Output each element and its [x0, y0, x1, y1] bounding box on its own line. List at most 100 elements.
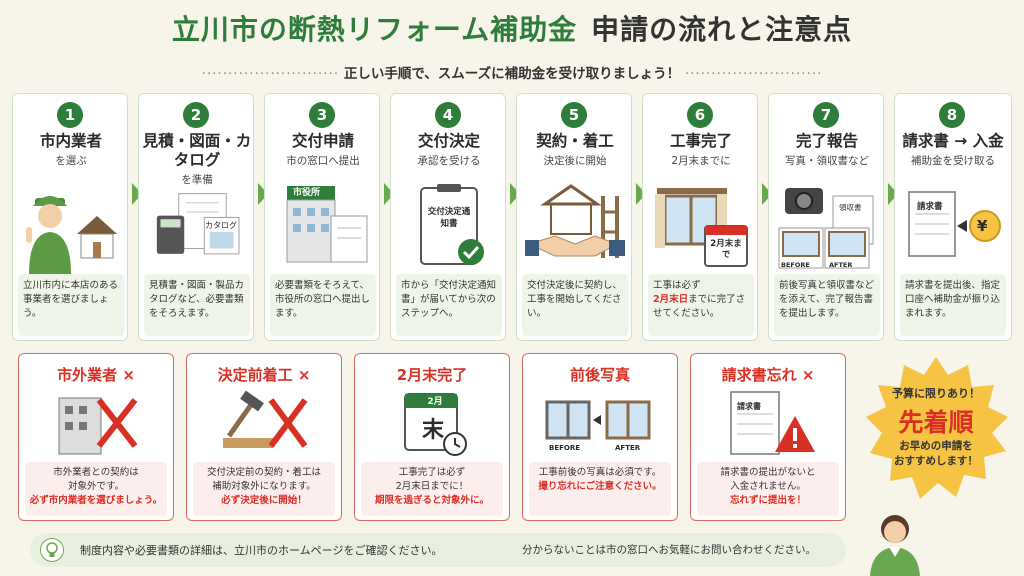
page-title: 立川市の断熱リフォーム補助金申請の流れと注意点 [0, 8, 1024, 48]
step-2: 2 見積・図面・カタログ を準備 カタログ 見積書・図面・製品カタログなど、必要… [138, 93, 254, 341]
step-number: 7 [813, 102, 839, 128]
step-description: 見積書・図面・製品カタログなど、必要書類をそろえます。 [144, 274, 250, 336]
footer-text-1: 制度内容や必要書類の詳細は、立川市のホームページをご確認ください。 [80, 544, 443, 557]
chevron-right-icon [258, 183, 268, 205]
step-title: 交付決定 [417, 132, 480, 150]
step-subtitle: を準備 [181, 174, 213, 186]
step-4: 4 交付決定 承認を受ける 交付決定通知書 市から「交付決定通知書」が届いてから… [390, 93, 506, 341]
invoice-yen-illustration [908, 191, 1001, 257]
warning-text: 入金されません。 [730, 481, 806, 492]
chevron-right-icon [510, 183, 520, 205]
warning-title: 2月末完了 [396, 366, 468, 384]
building-cross-icon [58, 397, 138, 455]
warning-description: 市外業者との契約は対象外です。必ず市内業者を選びましょう。 [25, 462, 167, 516]
staff-woman-illustration [870, 515, 920, 576]
invoice-warning-icon [730, 391, 815, 455]
calendar-clock-icon [404, 393, 467, 456]
warning-description: 請求書の提出がないと入金されません。忘れずに提出を！ [697, 462, 839, 516]
yen-icon: ¥ [977, 217, 988, 235]
warning-title: 決定前着工 × [217, 366, 311, 384]
invoice-label: 請求書 [737, 402, 761, 411]
badge-main: 先着順 [898, 408, 974, 437]
step-5: 5 契約・着工 決定後に開始 交付決定後に契約し、工事を開始してください。 [516, 93, 632, 341]
deadline-label: 2月末まで [710, 239, 742, 260]
step-number: 8 [939, 102, 965, 128]
warning-text: 2月末日までに！ [395, 481, 469, 492]
warning-highlight: 必ず決定後に開始！ [221, 495, 307, 506]
warning-text: 交付決定前の契約・着工は [206, 467, 321, 478]
step-description: 必要書類をそろえて、市役所の窓口へ提出します。 [270, 274, 376, 336]
subtitle: 正しい手順で、スムーズに補助金を受け取りましょう！ [343, 66, 681, 82]
warning-outside-contractor: 市外業者 × 市外業者との契約は対象外です。必ず市内業者を選びましょう。 [18, 353, 174, 521]
badge-text: お早めの申請を [899, 440, 973, 452]
warning-highlight: 忘れずに提出を！ [729, 495, 806, 506]
warning-text: 工事前後の写真は必須です。 [538, 467, 662, 478]
after-label: AFTER [615, 444, 641, 452]
step-title: 交付申請 [291, 132, 354, 150]
warnings-row: 市外業者 × 市外業者との契約は対象外です。必ず市内業者を選びましょう。 決定前… [10, 353, 850, 523]
after-label: AFTER [829, 261, 853, 269]
warning-text: 補助対象外になります。 [212, 481, 316, 492]
warning-text: 工事完了は必ず [398, 467, 466, 478]
step-description: 交付決定後に契約し、工事を開始してください。 [522, 274, 628, 336]
window-calendar-illustration [655, 188, 748, 267]
warning-highlight: 必ず市内業者を選びましょう。 [29, 495, 163, 506]
warning-description: 交付決定前の契約・着工は補助対象外になります。必ず決定後に開始！ [193, 462, 335, 516]
step-subtitle: 写真・領収書など [785, 155, 869, 167]
step-subtitle: 決定後に開始 [543, 155, 607, 167]
lightbulb-icon [40, 538, 64, 562]
step-title: 工事完了 [669, 132, 732, 150]
badge-line1: 予算に限りあり！ [892, 387, 980, 400]
notice-label: 交付決定通知書 [427, 207, 471, 229]
step-7: 7 完了報告 写真・領収書など 領収書 BEFORE AFTER 前後写真と領収… [768, 93, 884, 341]
step-description: 立川市内に本店のある事業者を選びましょう。 [18, 274, 124, 336]
step-description: 請求書を提出後、指定口座へ補助金が振り込まれます。 [900, 274, 1006, 336]
warning-description: 工事完了は必ず 2月末日までに！ 期限を過ぎると対象外に。 [361, 462, 503, 516]
calendar-day: 末 [421, 418, 444, 443]
catalog-label: カタログ [205, 221, 237, 230]
before-after-icon [545, 400, 651, 440]
chevron-right-icon [762, 183, 772, 205]
warning-photos: 前後写真 BEFORE AFTER 工事前後の写真は必須です。撮り忘れにご注意く… [522, 353, 678, 521]
step-subtitle: を選ぶ [55, 155, 87, 167]
step-number: 3 [309, 102, 335, 128]
camera-photos-illustration [778, 188, 874, 269]
step-number: 4 [435, 102, 461, 128]
calendar-month: 2月 [427, 397, 443, 407]
step-3: 3 交付申請 市の窓口へ提出 市役所 必要書類をそろえて、市役所の窓口へ提出しま… [264, 93, 380, 341]
city-hall-label: 市役所 [293, 188, 321, 198]
footer-note: 制度内容や必要書類の詳細は、立川市のホームページをご確認ください。 分からないこ… [30, 533, 846, 567]
step-title: 請求書 → 入金 [902, 132, 1004, 150]
worker-house-illustration [26, 196, 117, 274]
step-subtitle: 承認を受ける [417, 155, 481, 167]
receipt-label: 領収書 [839, 203, 862, 212]
before-label: BEFORE [781, 261, 810, 269]
step-8: 8 請求書 → 入金 補助金を受け取る 請求書 ¥ 請求書を提出後、指定口座へ補… [894, 93, 1012, 341]
desc-highlight: 2月末日 [653, 294, 689, 305]
step-subtitle: 市の窓口へ提出 [286, 155, 360, 167]
hammer-cross-icon [223, 390, 308, 448]
steps-row: 1 市内業者 を選ぶ 立川市内に本店のある事業者を選びましょう。 2 見積・図面… [12, 93, 1012, 341]
step-number: 6 [687, 102, 713, 128]
warning-invoice: 請求書忘れ × 請求書 請求書の提出がないと入金されません。忘れずに提出を！ [690, 353, 846, 521]
step-1: 1 市内業者 を選ぶ 立川市内に本店のある事業者を選びましょう。 [12, 93, 128, 341]
handshake-illustration [525, 184, 625, 258]
step-number: 2 [183, 102, 209, 128]
warning-text: 市外業者との契約は [53, 467, 139, 478]
subtitle-row: ·························· 正しい手順で、スムーズに補… [201, 66, 823, 82]
invoice-label: 請求書 [917, 202, 943, 212]
warning-highlight: 期限を過ぎると対象外に。 [374, 495, 489, 506]
chevron-right-icon [132, 183, 142, 205]
badge-line2: お早めの申請をおすすめします！ [862, 439, 1010, 469]
warning-deadline: 2月末完了 2月 末 工事完了は必ず 2月末日までに！ 期限を過ぎると対象外に。 [354, 353, 510, 521]
desc-text: までに完了させてください。 [653, 294, 746, 319]
warning-title: 前後写真 [569, 366, 630, 384]
step-number: 5 [561, 102, 587, 128]
chevron-right-icon [888, 183, 898, 205]
warning-description: 工事前後の写真は必須です。撮り忘れにご注意ください。 [529, 462, 671, 516]
chevron-right-icon [636, 183, 646, 205]
step-title: 契約・着工 [536, 132, 614, 150]
starburst-icon [866, 357, 1008, 499]
